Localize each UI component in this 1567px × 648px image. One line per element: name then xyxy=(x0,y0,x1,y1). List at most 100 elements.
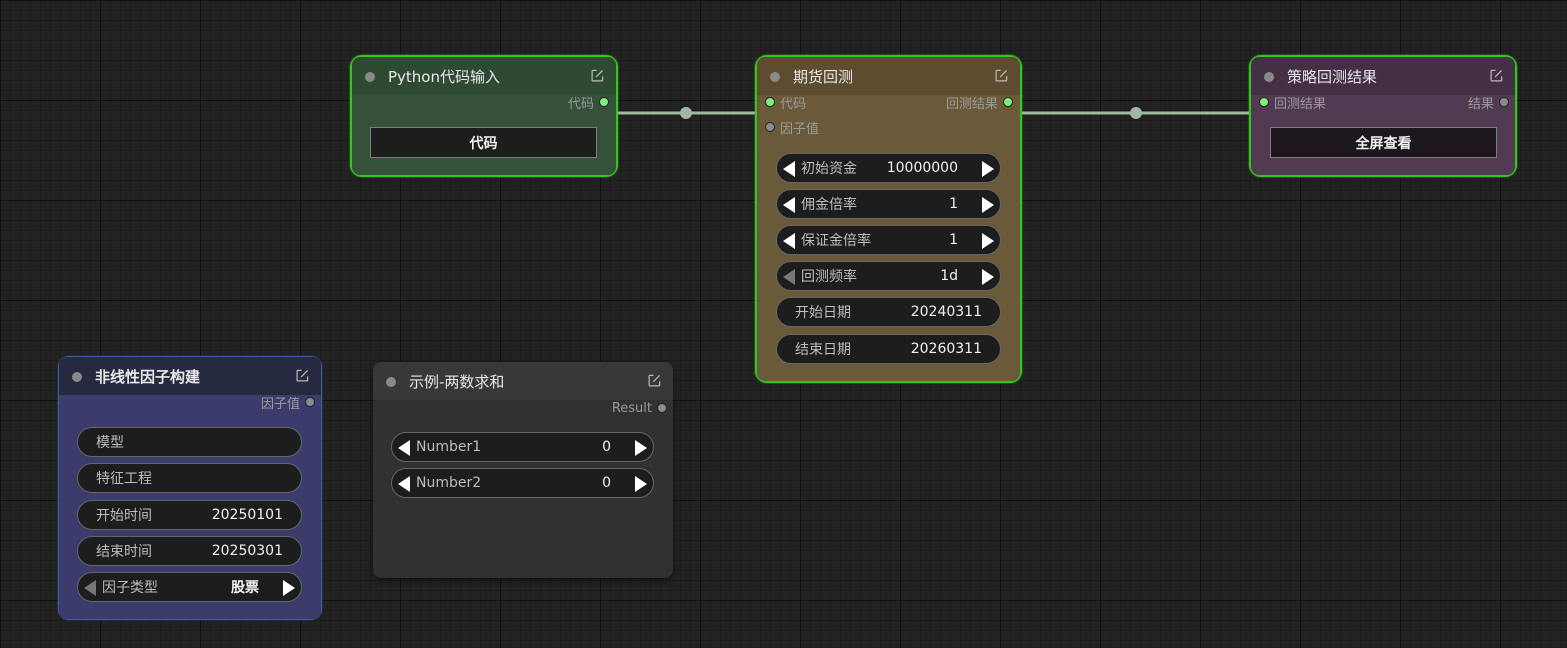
widget-margin-multiplier[interactable]: 保证金倍率 1 xyxy=(776,225,1001,255)
collapse-dot-icon[interactable] xyxy=(386,377,396,387)
edit-icon[interactable] xyxy=(591,69,604,82)
output-connector-icon[interactable] xyxy=(599,97,609,107)
widget-label: 结束日期 xyxy=(795,342,851,358)
output-slot-code[interactable]: 代码 xyxy=(568,92,609,112)
node-body: Result Number1 0 Number2 0 xyxy=(373,400,673,578)
widget-value: 股票 xyxy=(231,580,259,596)
input-slot-label: 代码 xyxy=(780,96,807,112)
node-python-code-input[interactable]: Python代码输入 代码 代码 xyxy=(352,57,616,175)
decrement-arrow-icon[interactable] xyxy=(783,197,795,213)
widget-value: 0 xyxy=(602,439,611,455)
widget-label: 开始时间 xyxy=(96,508,152,524)
output-slot-result[interactable]: 结果 xyxy=(1468,92,1509,112)
input-slot-code[interactable]: 代码 xyxy=(765,92,806,112)
widget-number1[interactable]: Number1 0 xyxy=(391,432,654,462)
output-slot-label: 回测结果 xyxy=(945,96,998,112)
widget-value: 10000000 xyxy=(886,160,958,176)
widget-initial-capital[interactable]: 初始资金 10000000 xyxy=(776,153,1001,183)
edit-icon[interactable] xyxy=(648,374,661,387)
collapse-dot-icon[interactable] xyxy=(1264,72,1274,82)
output-slot-label: 结果 xyxy=(1467,96,1494,112)
node-header[interactable]: 非线性因子构建 xyxy=(59,357,321,395)
widget-end-date[interactable]: 结束日期 20260311 xyxy=(776,334,1001,364)
edit-icon[interactable] xyxy=(995,69,1008,82)
widget-number2[interactable]: Number2 0 xyxy=(391,468,654,498)
widget-end-time[interactable]: 结束时间 20250301 xyxy=(77,536,302,566)
link-midpoint-2[interactable] xyxy=(1130,107,1142,119)
output-connector-icon[interactable] xyxy=(1499,97,1509,107)
output-slot-factor-value[interactable]: 因子值 xyxy=(261,392,315,412)
widget-value: 0 xyxy=(602,475,611,491)
node-header[interactable]: 期货回测 xyxy=(757,57,1020,95)
input-connector-icon[interactable] xyxy=(765,97,775,107)
input-slot-label: 因子值 xyxy=(780,121,820,137)
node-header[interactable]: 示例-两数求和 xyxy=(373,362,673,400)
node-title: 期货回测 xyxy=(793,67,854,86)
decrement-arrow-icon[interactable] xyxy=(398,440,410,456)
output-connector-icon[interactable] xyxy=(305,397,315,407)
increment-arrow-icon[interactable] xyxy=(635,476,647,492)
node-title: 策略回测结果 xyxy=(1287,67,1378,86)
output-connector-icon[interactable] xyxy=(1003,97,1013,107)
widget-label: 初始资金 xyxy=(801,161,857,177)
widget-label: 开始日期 xyxy=(795,305,851,321)
input-slot-backtest-result[interactable]: 回测结果 xyxy=(1259,92,1326,112)
widget-label: 佣金倍率 xyxy=(801,197,857,213)
widget-factor-type[interactable]: 因子类型 股票 xyxy=(77,572,302,602)
input-connector-icon[interactable] xyxy=(1259,97,1269,107)
link-midpoint-1[interactable] xyxy=(680,107,692,119)
widget-commission-multiplier[interactable]: 佣金倍率 1 xyxy=(776,189,1001,219)
input-connector-icon[interactable] xyxy=(765,122,775,132)
node-title: 示例-两数求和 xyxy=(409,372,505,391)
increment-arrow-icon[interactable] xyxy=(982,269,994,285)
widget-label: Number1 xyxy=(416,439,482,455)
collapse-dot-icon[interactable] xyxy=(72,372,82,382)
widget-label: Number2 xyxy=(416,475,482,491)
output-slot-result[interactable]: Result xyxy=(612,398,667,418)
output-slot-label: Result xyxy=(611,400,652,416)
widget-start-date[interactable]: 开始日期 20240311 xyxy=(776,297,1001,327)
node-nonlinear-factor-construction[interactable]: 非线性因子构建 因子值 模型 特征工程 开始时间 20250101 结束时 xyxy=(59,357,321,619)
increment-arrow-icon[interactable] xyxy=(635,440,647,456)
widget-feature-engineering[interactable]: 特征工程 xyxy=(77,463,302,493)
widget-model[interactable]: 模型 xyxy=(77,427,302,457)
widget-value: 20260311 xyxy=(910,341,982,357)
widget-start-time[interactable]: 开始时间 20250101 xyxy=(77,500,302,530)
code-button[interactable]: 代码 xyxy=(370,127,597,158)
input-slot-factor[interactable]: 因子值 xyxy=(765,117,819,137)
increment-arrow-icon[interactable] xyxy=(283,580,295,596)
widget-backtest-frequency[interactable]: 回测频率 1d xyxy=(776,261,1001,291)
widget-label: 回测频率 xyxy=(801,269,857,285)
collapse-dot-icon[interactable] xyxy=(365,72,375,82)
edit-icon[interactable] xyxy=(1490,69,1503,82)
node-title: Python代码输入 xyxy=(388,67,500,86)
output-connector-icon[interactable] xyxy=(657,403,667,413)
widget-value: 20240311 xyxy=(910,304,982,320)
node-header[interactable]: 策略回测结果 xyxy=(1251,57,1515,95)
decrement-arrow-icon[interactable] xyxy=(783,161,795,177)
widget-value: 20250101 xyxy=(211,507,283,523)
widget-label: 特征工程 xyxy=(96,471,152,487)
node-strategy-backtest-result[interactable]: 策略回测结果 回测结果 结果 全屏查看 xyxy=(1251,57,1515,175)
node-body: 代码 代码 xyxy=(352,95,616,175)
node-example-sum[interactable]: 示例-两数求和 Result Number1 0 Number2 0 xyxy=(373,362,673,578)
node-header[interactable]: Python代码输入 xyxy=(352,57,616,95)
fullscreen-view-button[interactable]: 全屏查看 xyxy=(1270,127,1497,158)
decrement-arrow-icon[interactable] xyxy=(84,580,96,596)
node-futures-backtest[interactable]: 期货回测 代码 因子值 回测结果 初始资金 10000000 xyxy=(757,57,1020,381)
widget-value: 20250301 xyxy=(211,543,283,559)
node-body: 因子值 模型 特征工程 开始时间 20250101 结束时间 20250301 … xyxy=(59,395,321,619)
increment-arrow-icon[interactable] xyxy=(982,197,994,213)
widget-label: 保证金倍率 xyxy=(801,233,871,249)
increment-arrow-icon[interactable] xyxy=(982,161,994,177)
collapse-dot-icon[interactable] xyxy=(770,72,780,82)
edit-icon[interactable] xyxy=(296,369,309,382)
node-body: 回测结果 结果 全屏查看 xyxy=(1251,95,1515,175)
decrement-arrow-icon[interactable] xyxy=(398,476,410,492)
decrement-arrow-icon[interactable] xyxy=(783,233,795,249)
node-title: 非线性因子构建 xyxy=(95,367,201,386)
increment-arrow-icon[interactable] xyxy=(982,233,994,249)
output-slot-backtest-result[interactable]: 回测结果 xyxy=(946,92,1013,112)
decrement-arrow-icon[interactable] xyxy=(783,269,795,285)
